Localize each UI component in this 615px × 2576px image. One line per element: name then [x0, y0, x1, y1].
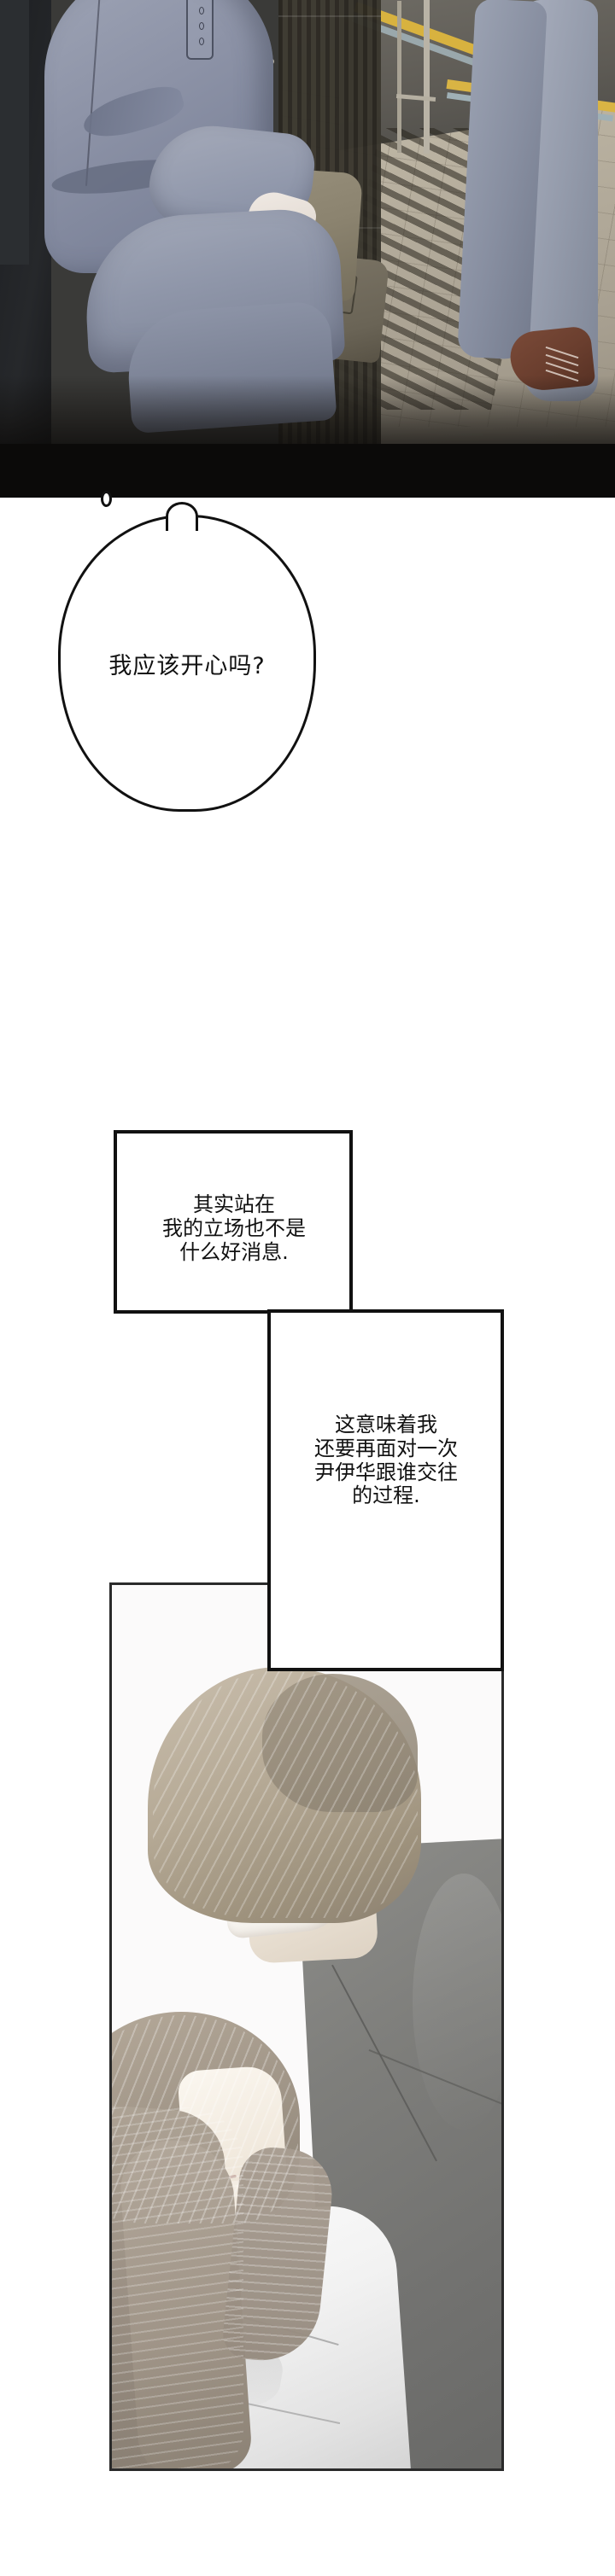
- panel-two-characters: [109, 1582, 504, 2471]
- thought-bubble-tail-dot: [101, 491, 112, 507]
- woman-hair-long-strands: [112, 2107, 243, 2468]
- caption-box-2: [267, 1309, 504, 1671]
- platform-rail: [424, 0, 430, 154]
- thought-bubble-text: 我应该开心吗?: [108, 652, 266, 679]
- caption-box-2-text: 这意味着我 还要再面对一次 尹伊华跟谁交往 的过程.: [314, 1413, 458, 1508]
- jacket-placket: [186, 0, 214, 60]
- man-hair-shadow: [262, 1674, 418, 1812]
- caption-box-1-text: 其实站在 我的立场也不是 什么好消息.: [162, 1192, 306, 1264]
- man-hair-strands: [153, 1670, 418, 1918]
- woman-hair-crown-strands: [112, 2015, 298, 2223]
- thought-bubble-nub-mask: [168, 525, 196, 533]
- caption-box-1: [114, 1130, 353, 1314]
- man-shoulder-highlight: [413, 1874, 501, 2130]
- pillar-highlight-top: [278, 15, 381, 17]
- thought-bubble: [58, 515, 316, 812]
- foreground-shadow-solid: [0, 444, 615, 498]
- wall-left-inner: [0, 0, 29, 265]
- panel-subway-platform: [0, 0, 615, 498]
